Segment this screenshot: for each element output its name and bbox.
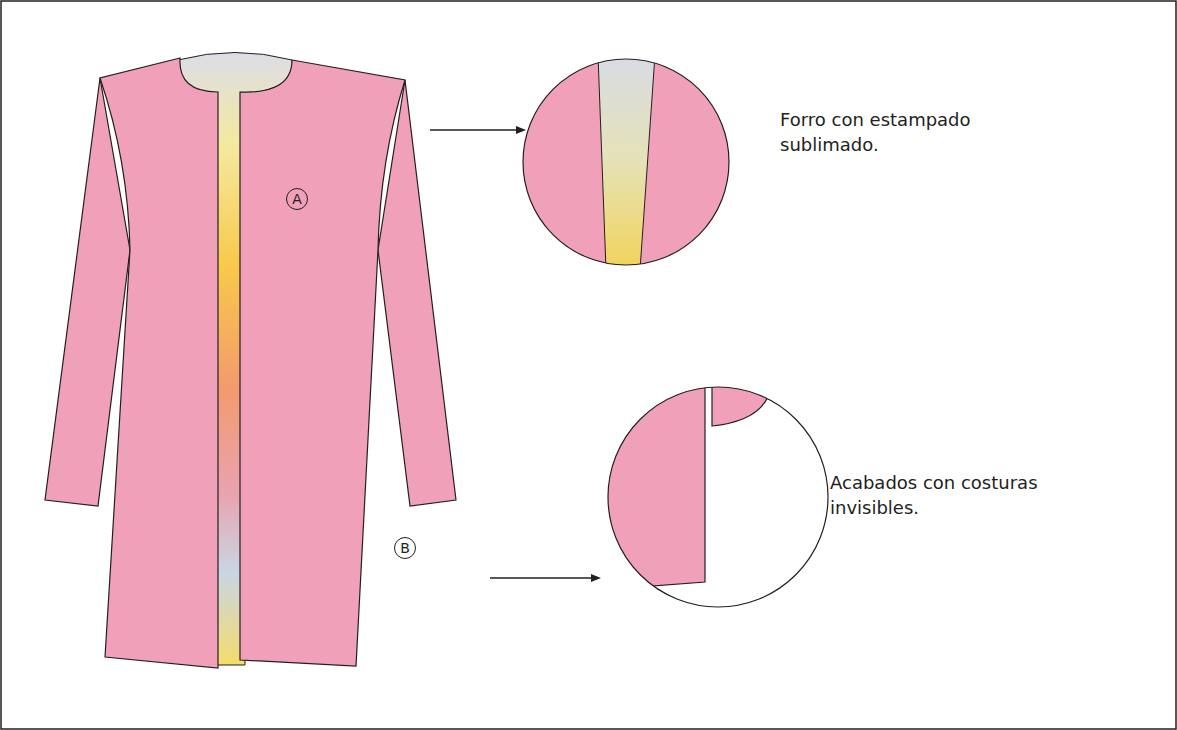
callout-letter: A — [286, 188, 308, 210]
callout-note: Acabados con costuras invisibles. — [830, 470, 1045, 520]
callout-note: Forro con estampado sublimado. — [780, 107, 995, 157]
callout-letter: B — [394, 537, 416, 559]
